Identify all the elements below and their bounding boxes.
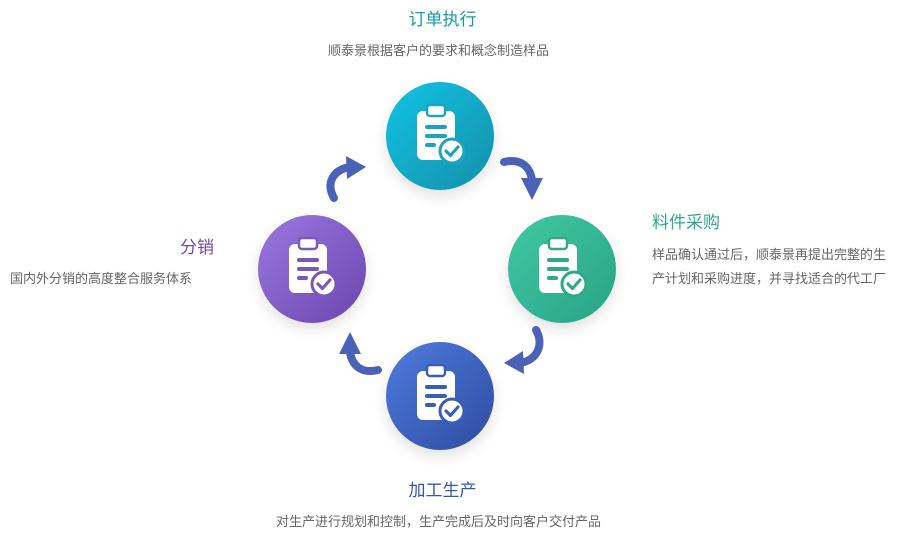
curved-arrow-icon: [504, 326, 544, 374]
clipboard-check-icon: [539, 237, 588, 298]
step-circle-distribute: [258, 215, 366, 323]
step-title-distribute: 分销: [180, 238, 214, 258]
step-desc-produce: 对生产进行规划和控制，生产完成后及时向客户交付产品: [275, 515, 601, 530]
curved-arrow-icon: [326, 156, 366, 202]
step-title-purchase: 料件采购: [652, 213, 720, 233]
clipboard-check-icon: [417, 104, 466, 165]
step-desc-purchase: 样品确认通过后，顺泰景再提出完整的生产计划和采购进度，并寻找适合的代工厂: [652, 248, 887, 287]
step-circle-purchase: [508, 215, 616, 323]
curved-arrow-icon: [339, 332, 382, 375]
clipboard-check-icon: [417, 364, 466, 425]
curved-arrow-icon: [500, 157, 543, 200]
step-circle-produce: [386, 342, 494, 450]
step-title-produce: 加工生产: [408, 481, 477, 501]
step-desc-order: 顺泰景根据客户的要求和概念制造样品: [327, 44, 549, 59]
step-desc-distribute: 国内外分销的高度整合服务体系: [10, 272, 193, 287]
clipboard-check-icon: [289, 237, 338, 298]
step-title-order: 订单执行: [408, 10, 477, 30]
step-circle-order: [386, 82, 494, 190]
